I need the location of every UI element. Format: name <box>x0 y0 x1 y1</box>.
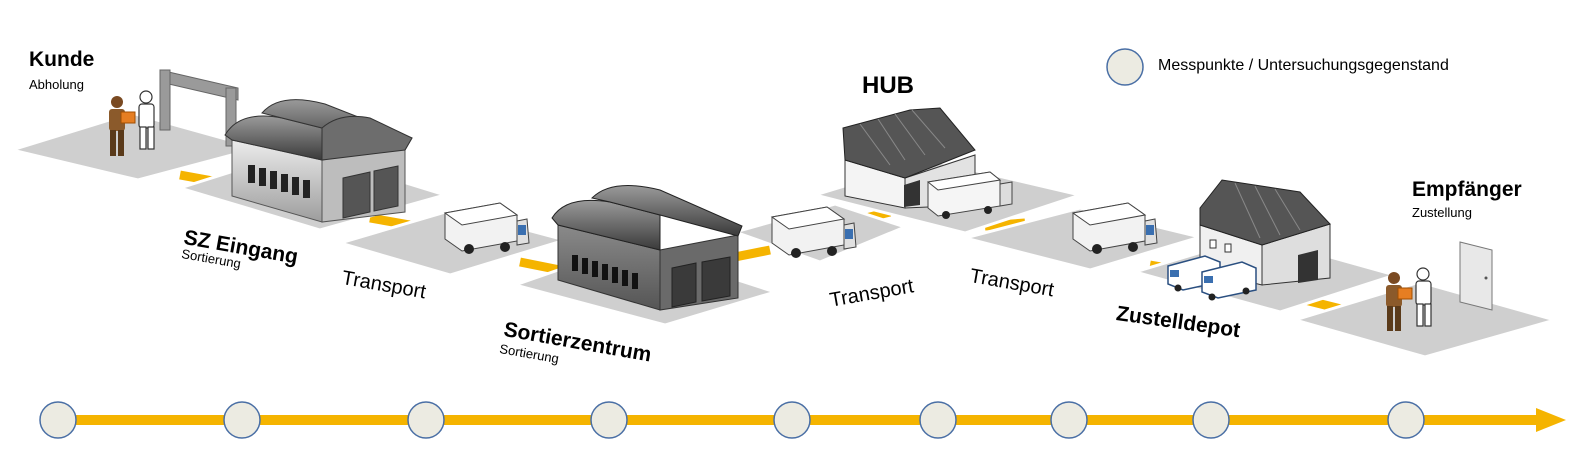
truck-icon-transport3 <box>1071 202 1158 254</box>
legend-point-icon <box>1106 48 1144 86</box>
gate-icon <box>159 69 239 147</box>
sortierzentrum-warehouse-icon <box>551 185 743 311</box>
timeline-point-2 <box>223 401 261 439</box>
truck-icon-transport2 <box>770 206 857 258</box>
legend-text: Messpunkte / Untersuchungsgegenstand <box>1158 57 1449 74</box>
timeline-point-8 <box>1192 401 1230 439</box>
truck-icon-transport1 <box>443 202 530 254</box>
courier-icon <box>109 96 136 156</box>
station-title-empfaenger: Empfänger <box>1412 178 1522 201</box>
recipient-icon <box>1415 267 1432 327</box>
timeline <box>39 401 1566 439</box>
customer-icon <box>138 90 155 150</box>
timeline-point-7 <box>1050 401 1088 439</box>
timeline-point-4 <box>590 401 628 439</box>
station-subtitle-kunde: Abholung <box>29 77 84 92</box>
delivery-van-icon <box>1167 255 1257 301</box>
timeline-point-9 <box>1387 401 1425 439</box>
hub-truck-icon <box>926 171 1013 219</box>
courier-icon <box>1386 272 1413 331</box>
sz-eingang-warehouse-icon <box>224 99 413 223</box>
timeline-point-5 <box>773 401 811 439</box>
timeline-arrow-head <box>1536 408 1566 432</box>
station-title-hub: HUB <box>862 72 914 99</box>
door-icon <box>1459 241 1493 311</box>
timeline-point-6 <box>919 401 957 439</box>
station-title-kunde: Kunde <box>29 48 95 71</box>
timeline-point-3 <box>407 401 445 439</box>
empfaenger-scene <box>1386 241 1493 331</box>
timeline-point-1 <box>39 401 77 439</box>
kunde-scene <box>109 69 239 156</box>
station-subtitle-empfaenger: Zustellung <box>1412 205 1472 220</box>
